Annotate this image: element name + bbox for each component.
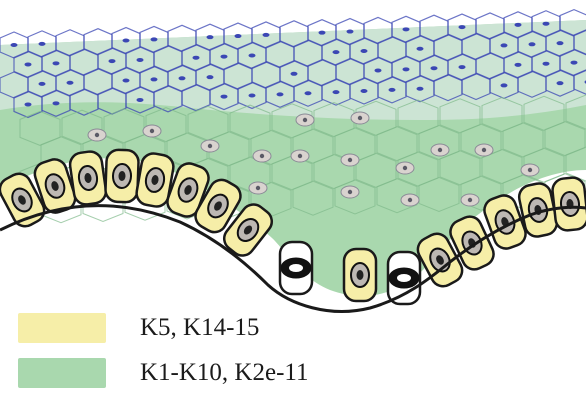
superficial-nucleus	[25, 102, 32, 106]
basal-cell	[69, 150, 108, 206]
suprabasal-nucleus	[249, 182, 267, 194]
superficial-nucleus	[39, 42, 46, 46]
superficial-nucleus	[305, 91, 312, 95]
suprabasal-nucleus	[431, 144, 449, 156]
legend-swatch-basal	[18, 313, 106, 343]
superficial-nucleus	[277, 92, 284, 96]
superficial-nucleus	[361, 49, 368, 53]
superficial-nucleus	[333, 90, 340, 94]
superficial-nucleus	[459, 25, 466, 29]
superficial-nucleus	[249, 53, 256, 57]
basal-cell	[551, 176, 586, 231]
superficial-nucleus	[347, 30, 354, 34]
legend-swatch-suprabasal	[18, 358, 106, 388]
legend-item-basal: K5, K14-15	[18, 310, 259, 346]
superficial-nucleus	[529, 42, 536, 46]
superficial-nucleus	[53, 61, 60, 65]
suprabasal-nucleus	[341, 154, 359, 166]
superficial-nucleus	[515, 63, 522, 67]
superficial-nucleus	[543, 62, 550, 66]
superficial-nucleus	[291, 72, 298, 76]
superficial-nucleus	[207, 75, 214, 79]
legend-item-suprabasal: K1-K10, K2e-11	[18, 355, 308, 391]
superficial-nucleus	[221, 55, 228, 59]
suprabasal-nucleus	[291, 150, 309, 162]
superficial-nucleus	[53, 101, 60, 105]
superficial-nucleus	[417, 47, 424, 51]
superficial-nucleus	[207, 35, 214, 39]
superficial-nucleus	[235, 34, 242, 38]
superficial-nucleus	[67, 81, 74, 85]
superficial-nucleus	[333, 50, 340, 54]
legend-label-basal: K5, K14-15	[140, 314, 259, 342]
suprabasal-nucleus	[88, 129, 106, 141]
superficial-nucleus	[403, 27, 410, 31]
superficial-nucleus	[375, 68, 382, 72]
superficial-nucleus	[123, 79, 130, 83]
suprabasal-nucleus	[351, 112, 369, 124]
superficial-nucleus	[123, 39, 130, 43]
superficial-nucleus	[459, 65, 466, 69]
superficial-nucleus	[361, 89, 368, 93]
superficial-nucleus	[543, 22, 550, 26]
superficial-nucleus	[151, 77, 158, 81]
basal-cell	[280, 242, 312, 294]
superficial-nucleus	[403, 67, 410, 71]
superficial-nucleus	[137, 58, 144, 62]
suprabasal-nucleus	[461, 194, 479, 206]
suprabasal-nucleus	[401, 194, 419, 206]
superficial-nucleus	[25, 62, 32, 66]
suprabasal-nucleus	[143, 125, 161, 137]
superficial-nucleus	[249, 93, 256, 97]
basal-cell	[105, 149, 139, 202]
superficial-nucleus	[109, 59, 116, 63]
superficial-nucleus	[221, 95, 228, 99]
superficial-nucleus	[417, 87, 424, 91]
superficial-nucleus	[319, 31, 326, 35]
suprabasal-nucleus	[521, 164, 539, 176]
basal-cell	[344, 249, 376, 301]
suprabasal-nucleus	[396, 162, 414, 174]
suprabasal-nucleus	[296, 114, 314, 126]
basal-cell	[388, 252, 420, 304]
suprabasal-nucleus	[253, 150, 271, 162]
superficial-nucleus	[263, 33, 270, 37]
superficial-nucleus	[557, 81, 564, 85]
superficial-nucleus	[501, 83, 508, 87]
superficial-nucleus	[193, 56, 200, 60]
superficial-nucleus	[431, 66, 438, 70]
suprabasal-nucleus	[475, 144, 493, 156]
legend-label-suprabasal: K1-K10, K2e-11	[140, 359, 308, 387]
superficial-nucleus	[501, 43, 508, 47]
superficial-nucleus	[557, 41, 564, 45]
suprabasal-nucleus	[201, 140, 219, 152]
suprabasal-nucleus	[341, 186, 359, 198]
superficial-nucleus	[179, 76, 186, 80]
superficial-nucleus	[389, 88, 396, 92]
superficial-nucleus	[515, 23, 522, 27]
superficial-nucleus	[571, 61, 578, 65]
superficial-nucleus	[39, 82, 46, 86]
superficial-nucleus	[151, 37, 158, 41]
superficial-nucleus	[137, 98, 144, 102]
superficial-nucleus	[11, 43, 18, 47]
